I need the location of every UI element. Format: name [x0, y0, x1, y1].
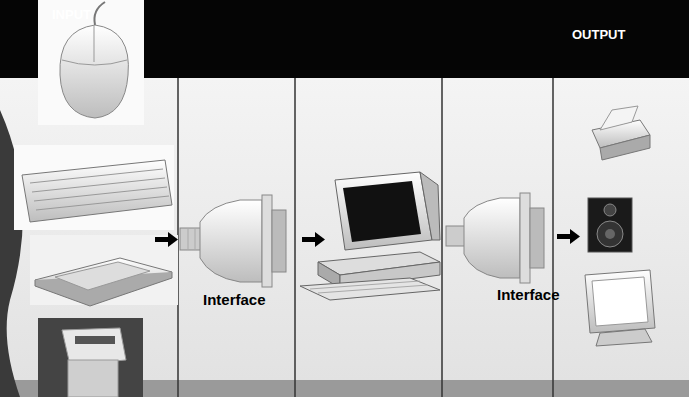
speaker	[588, 198, 632, 252]
section-heading: OUTPUT	[572, 27, 625, 42]
monitor	[585, 270, 655, 346]
computer	[300, 172, 440, 300]
connector-plug	[446, 193, 544, 283]
printer	[592, 106, 650, 160]
interface-label: Interface	[203, 291, 266, 308]
connector-plug	[180, 195, 286, 287]
interface-label: Interface	[497, 286, 560, 303]
section-heading: INPUT	[52, 7, 91, 22]
